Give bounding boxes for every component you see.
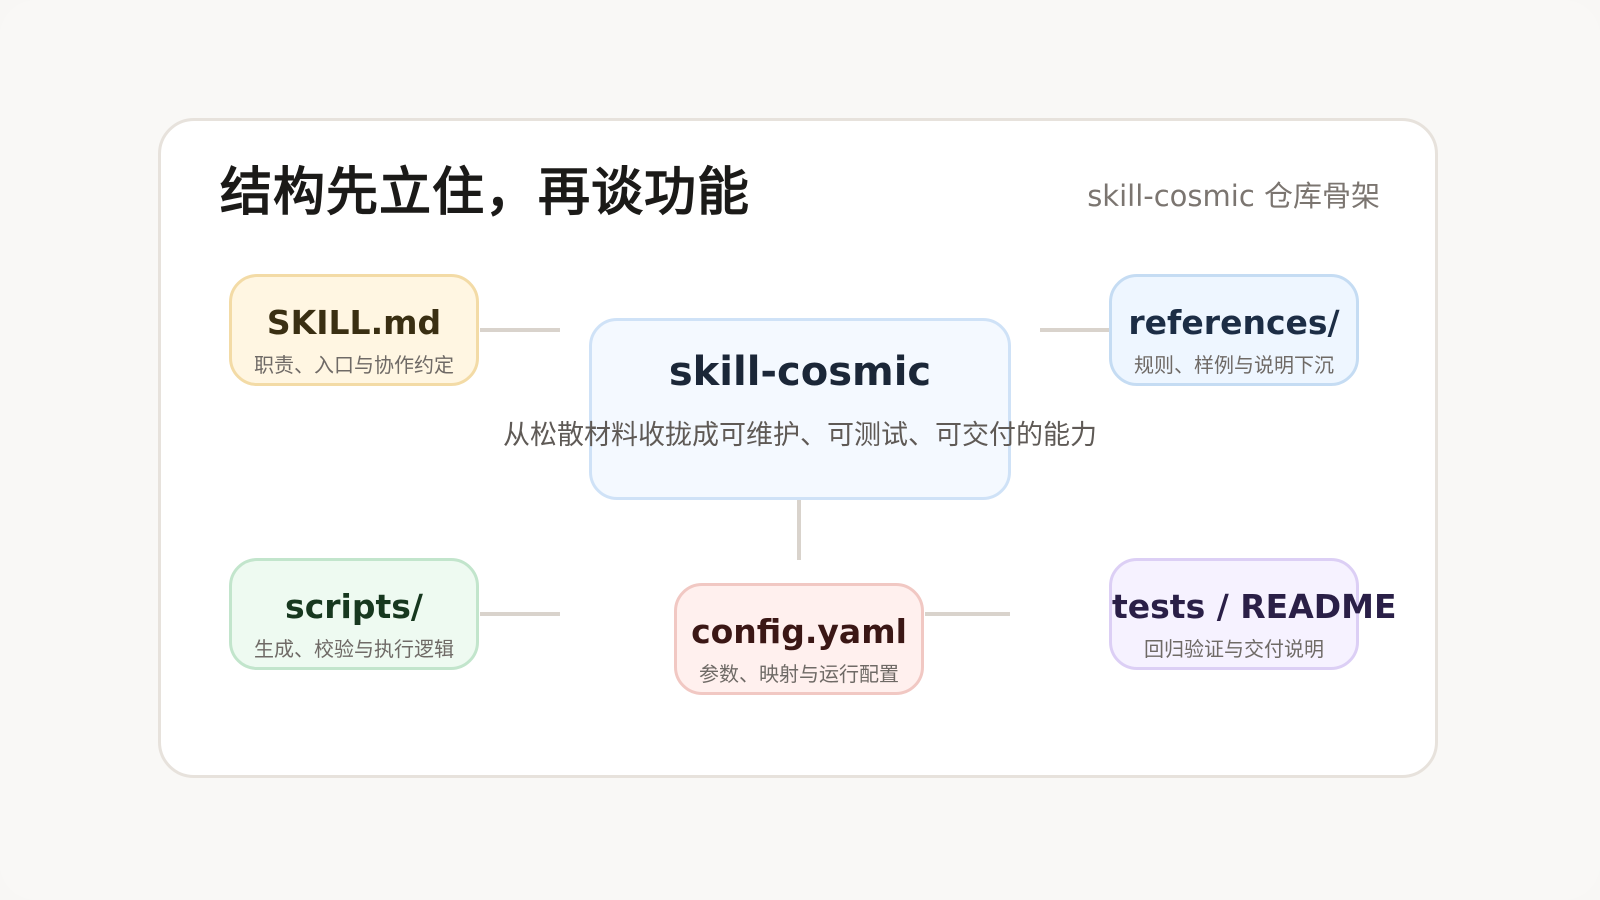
node-references-name: references/ bbox=[1128, 303, 1340, 342]
connector-scripts bbox=[480, 612, 560, 616]
node-config-desc: 参数、映射与运行配置 bbox=[699, 662, 899, 686]
node-config: config.yaml 参数、映射与运行配置 bbox=[674, 583, 924, 695]
node-tests-name: tests / README bbox=[1112, 587, 1397, 626]
node-skill-md-desc: 职责、入口与协作约定 bbox=[254, 353, 454, 377]
node-references-desc: 规则、样例与说明下沉 bbox=[1134, 353, 1334, 377]
connector-skill-md bbox=[480, 328, 560, 332]
connector-tests bbox=[925, 612, 1010, 616]
connector-references bbox=[1040, 328, 1110, 332]
page-subtitle: skill-cosmic 仓库骨架 bbox=[1087, 179, 1380, 213]
node-scripts-desc: 生成、校验与执行逻辑 bbox=[254, 637, 454, 661]
node-references: references/ 规则、样例与说明下沉 bbox=[1109, 274, 1359, 386]
node-center-desc: 从松散材料收拢成可维护、可测试、可交付的能力 bbox=[503, 420, 1097, 451]
page-title: 结构先立住，再谈功能 bbox=[220, 163, 751, 223]
node-scripts: scripts/ 生成、校验与执行逻辑 bbox=[229, 558, 479, 670]
node-tests: tests / README 回归验证与交付说明 bbox=[1109, 558, 1397, 670]
node-center: skill-cosmic 从松散材料收拢成可维护、可测试、可交付的能力 bbox=[503, 318, 1097, 500]
node-center-name: skill-cosmic bbox=[668, 349, 932, 395]
node-tests-desc: 回归验证与交付说明 bbox=[1144, 637, 1324, 661]
node-scripts-name: scripts/ bbox=[285, 587, 423, 626]
node-skill-md-name: SKILL.md bbox=[266, 303, 442, 342]
connector-center-config bbox=[797, 500, 801, 560]
node-config-name: config.yaml bbox=[691, 612, 907, 651]
node-skill-md: SKILL.md 职责、入口与协作约定 bbox=[229, 274, 479, 386]
